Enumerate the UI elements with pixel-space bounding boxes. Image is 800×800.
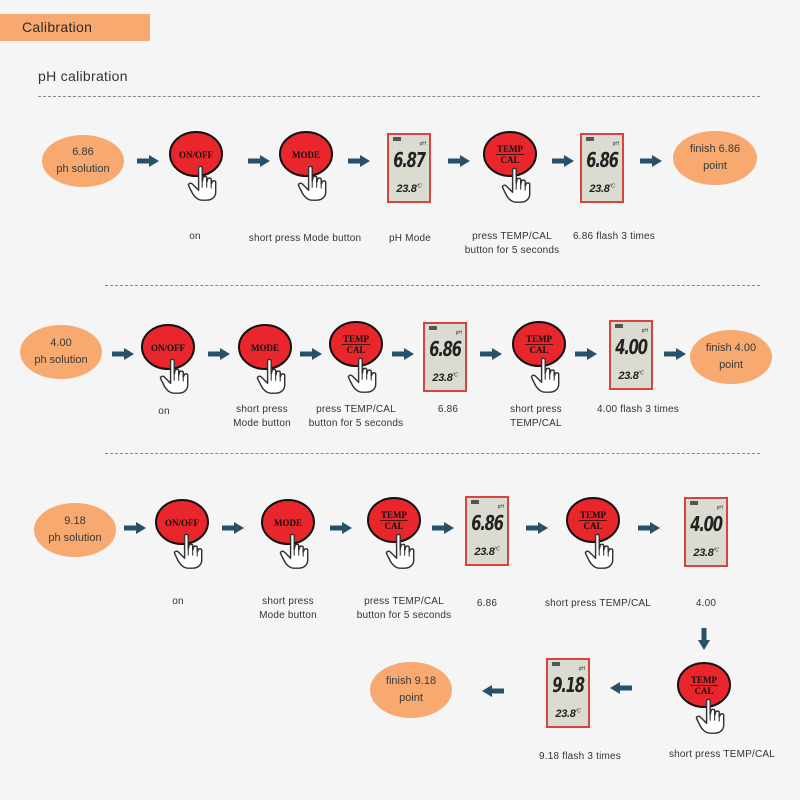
divider-top — [38, 96, 760, 97]
caption: 4.00 flash 3 times — [597, 404, 679, 415]
lcd-display-row2-400: pH 4.00 23.8°C — [609, 320, 653, 390]
lcd-value: 6.87 — [393, 148, 426, 172]
row3-start-oval: 9.18 ph solution — [34, 503, 116, 557]
lcd-display-row1-686: pH 6.86 23.8°C — [580, 133, 624, 203]
tempcal-button-row1: TEMP CAL — [482, 130, 542, 203]
arrow-right-icon — [248, 155, 270, 167]
arrow-right-icon — [526, 522, 548, 534]
svg-text:TEMP: TEMP — [343, 334, 370, 344]
svg-text:ON/OFF: ON/OFF — [151, 343, 185, 353]
svg-text:TEMP: TEMP — [497, 144, 524, 154]
arrow-right-icon — [638, 522, 660, 534]
row1-start-value: 6.86 — [72, 146, 94, 158]
row2-start-oval: 4.00 ph solution — [20, 325, 102, 379]
svg-text:CAL: CAL — [500, 155, 519, 165]
svg-text:CAL: CAL — [384, 521, 403, 531]
divider — [105, 453, 760, 454]
svg-text:TEMP: TEMP — [526, 334, 553, 344]
caption: 6.86 — [437, 404, 459, 415]
arrow-right-icon — [432, 522, 454, 534]
caption: on — [189, 231, 201, 242]
onoff-button-row2: ON/OFF — [140, 323, 200, 395]
tempcal-button-row3b: TEMP CAL — [565, 496, 625, 570]
arrow-right-icon — [124, 522, 146, 534]
arrow-right-icon — [552, 155, 574, 167]
onoff-label: ON/OFF — [179, 150, 213, 160]
row1-start-label: ph solution — [56, 163, 110, 175]
row1-start-oval: 6.86 ph solution — [42, 135, 124, 187]
row3-finish-oval: finish 9.18 point — [370, 662, 452, 718]
onoff-button-row3: ON/OFF — [154, 498, 214, 570]
svg-text:CAL: CAL — [583, 521, 602, 531]
lcd-display-row3-400: pH 4.00 23.8°C — [684, 497, 728, 567]
svg-text:CAL: CAL — [529, 345, 548, 355]
arrow-left-icon — [610, 682, 632, 694]
svg-text:TEMP: TEMP — [580, 510, 607, 520]
caption: on — [158, 406, 170, 417]
svg-text:MODE: MODE — [292, 150, 320, 160]
arrow-right-icon — [222, 522, 244, 534]
tempcal-button-row3c: TEMP CAL — [676, 661, 736, 735]
lcd-display-row2-686: pH 6.86 23.8°C — [423, 322, 467, 392]
tempcal-button-row3: TEMP CAL — [366, 496, 426, 570]
svg-text:CAL: CAL — [694, 686, 713, 696]
arrow-right-icon — [348, 155, 370, 167]
svg-text:MODE: MODE — [274, 518, 302, 528]
tempcal-button-row2: TEMP CAL — [328, 320, 388, 394]
caption: on — [172, 596, 184, 607]
mode-button-row3: MODE — [260, 498, 320, 570]
arrow-right-icon — [208, 348, 230, 360]
lcd-display-row3-918: pH 9.18 23.8°C — [546, 658, 590, 728]
svg-text:TEMP: TEMP — [381, 510, 408, 520]
caption: 6.86 — [476, 598, 498, 609]
arrow-right-icon — [112, 348, 134, 360]
caption: pH Mode — [389, 233, 431, 244]
row2-finish-oval: finish 4.00 point — [690, 330, 772, 384]
caption: short press TEMP/CAL — [544, 598, 652, 609]
caption: short press Mode button — [248, 233, 362, 244]
arrow-right-icon — [392, 348, 414, 360]
lcd-display-row1-ph: pH 6.87 23.8°C — [387, 133, 431, 203]
mode-button-row1: MODE — [278, 130, 338, 201]
arrow-down-icon — [698, 628, 710, 650]
arrow-left-icon — [482, 685, 504, 697]
arrow-right-icon — [664, 348, 686, 360]
arrow-right-icon — [330, 522, 352, 534]
svg-text:TEMP: TEMP — [691, 675, 718, 685]
arrow-right-icon — [300, 348, 322, 360]
onoff-button-row1: ON/OFF — [168, 130, 228, 201]
svg-text:ON/OFF: ON/OFF — [165, 518, 199, 528]
lcd-display-row3-686: pH 6.86 23.8°C — [465, 496, 509, 566]
tempcal-button-row2b: TEMP CAL — [511, 320, 571, 394]
svg-text:MODE: MODE — [251, 343, 279, 353]
svg-text:CAL: CAL — [346, 345, 365, 355]
caption: 6.86 flash 3 times — [573, 231, 655, 242]
calibration-header: Calibration — [0, 14, 150, 41]
caption: 4.00 — [695, 598, 717, 609]
arrow-right-icon — [575, 348, 597, 360]
arrow-right-icon — [448, 155, 470, 167]
arrow-right-icon — [137, 155, 159, 167]
row1-finish-oval: finish 6.86 point — [673, 131, 757, 185]
mode-button-row2: MODE — [237, 323, 297, 395]
caption: short press TEMP/CAL — [668, 749, 776, 760]
ph-calibration-title: pH calibration — [38, 68, 128, 84]
arrow-right-icon — [640, 155, 662, 167]
caption: 9.18 flash 3 times — [539, 751, 621, 762]
divider — [105, 285, 760, 286]
arrow-right-icon — [480, 348, 502, 360]
